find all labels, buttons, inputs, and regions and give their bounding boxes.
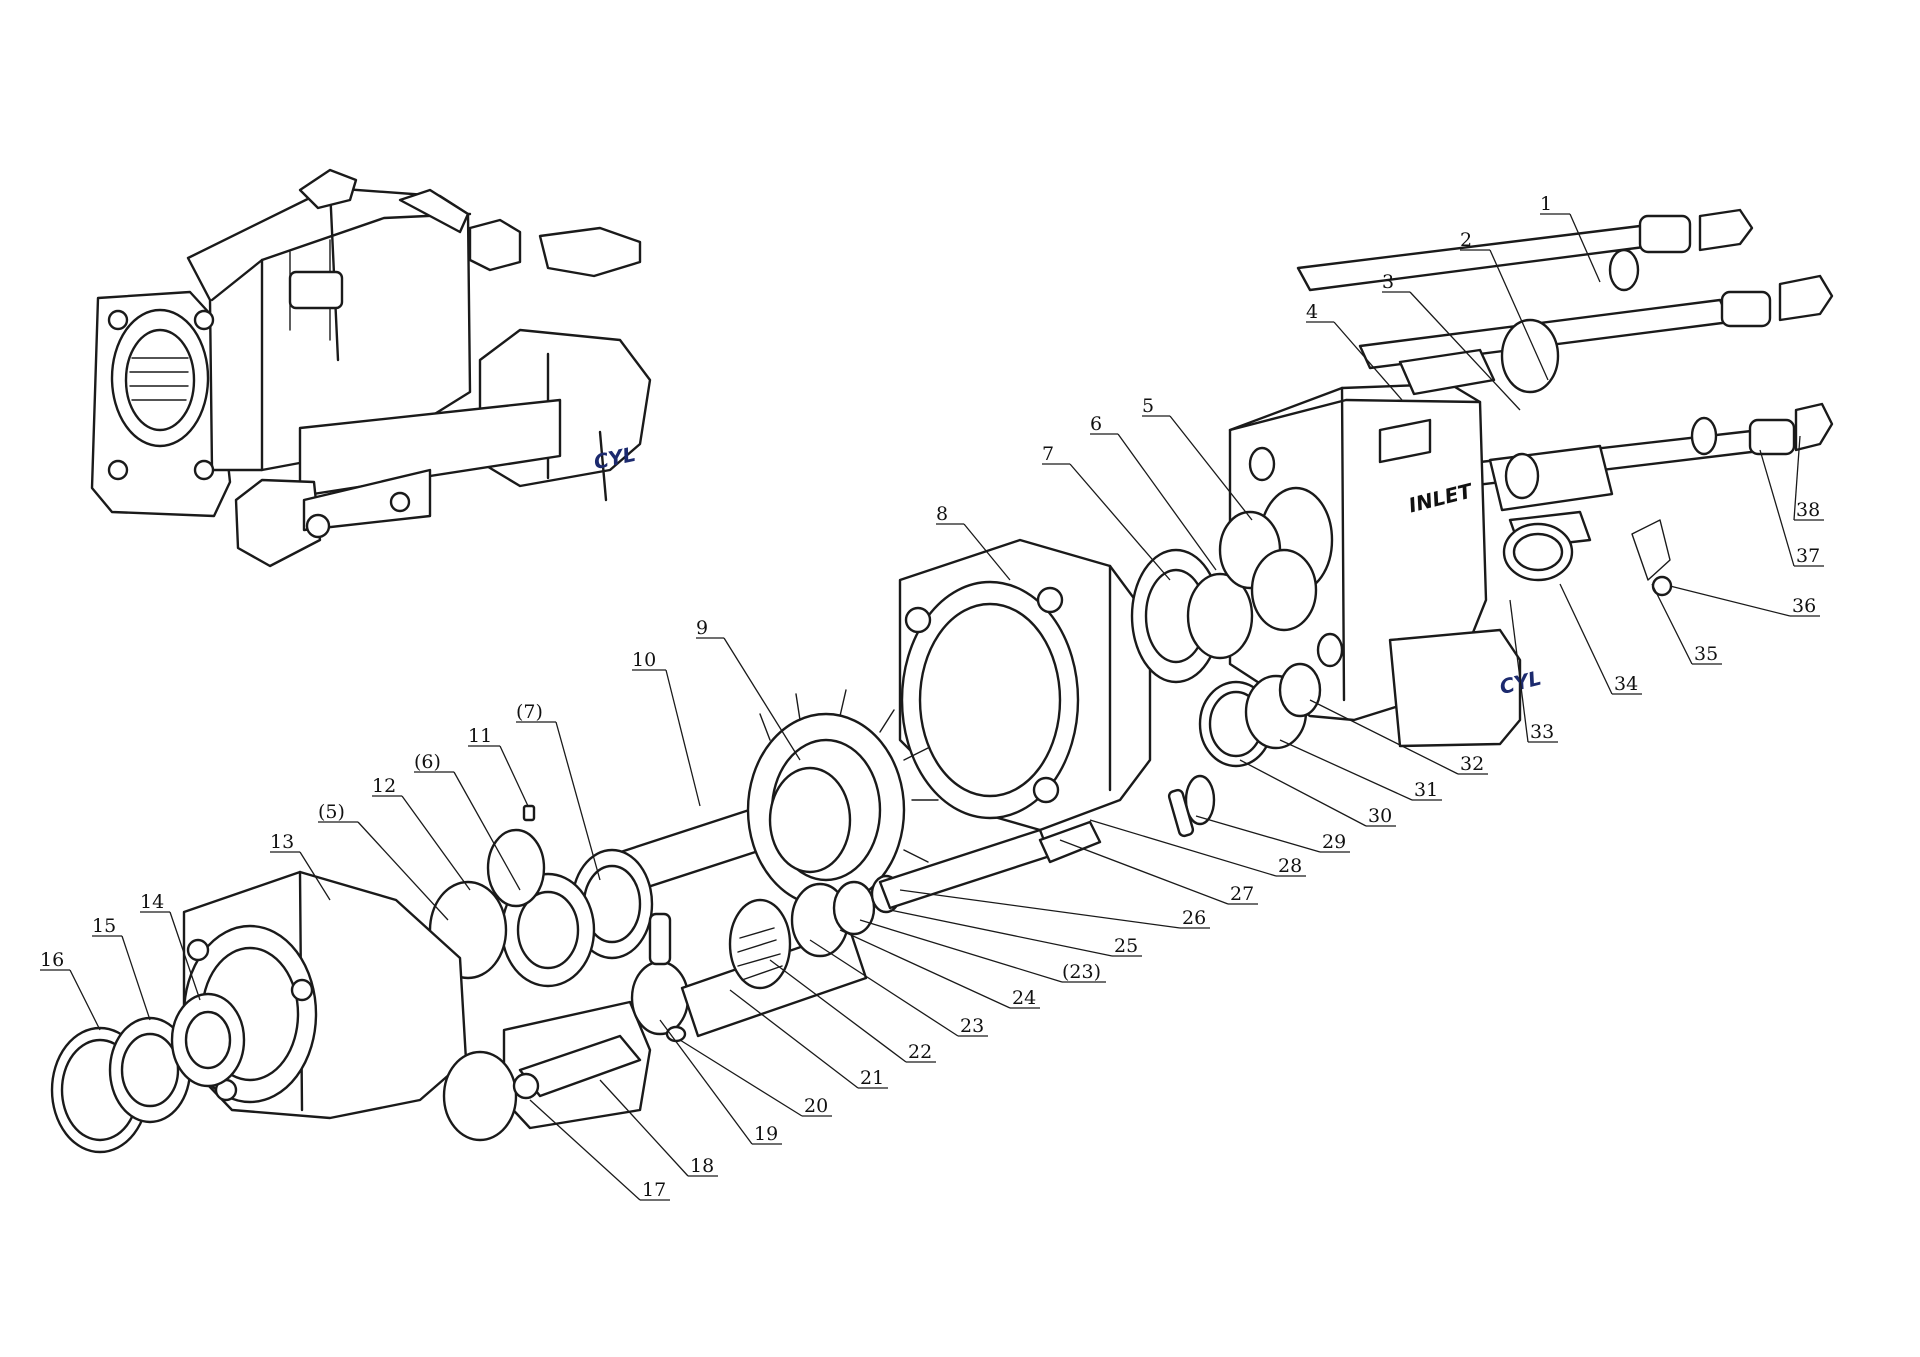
callout-29: 29: [1195, 815, 1350, 853]
callout-paren-6: (6): [414, 751, 521, 891]
callout-14: 14: [140, 891, 201, 1001]
callout-7-text: 7: [1042, 443, 1054, 465]
callout-23-text: 23: [960, 1015, 984, 1037]
callout-13-text: 13: [270, 831, 294, 853]
callout-7: 7: [1042, 443, 1171, 581]
callout-6-text: 6: [1090, 413, 1102, 435]
callout-28: 28: [1089, 819, 1306, 877]
callout-2: 2: [1460, 229, 1549, 381]
callout-11: 11: [468, 725, 529, 807]
callout-15: 15: [92, 915, 151, 1021]
callout-12-text: 12: [372, 775, 396, 797]
callout-18-text: 18: [690, 1155, 714, 1177]
callout-34: 34: [1559, 583, 1642, 695]
callout-20: 20: [679, 1039, 832, 1117]
callout-20-text: 20: [804, 1095, 828, 1117]
callout-5-text: 5: [1142, 395, 1154, 417]
callout-8-text: 8: [936, 503, 948, 525]
callout-10-text: 10: [632, 649, 656, 671]
callout-33: 33: [1509, 599, 1558, 743]
callout-37: 37: [1759, 449, 1824, 567]
callout-15-text: 15: [92, 915, 116, 937]
callout-34-text: 34: [1614, 673, 1638, 695]
callout-paren-7: (7): [516, 701, 601, 881]
callout-32-text: 32: [1460, 753, 1484, 775]
callout-5: 5: [1142, 395, 1253, 521]
callout-labels: 1 2 3 4 5 6 7 8 9 10 11 (7) 12 (6) (5) 1…: [40, 193, 1824, 1201]
callout-17: 17: [529, 1099, 670, 1201]
callout-paren-23-text: (23): [1062, 961, 1101, 983]
callout-31-text: 31: [1414, 779, 1438, 801]
rear-seals: [1167, 662, 1322, 838]
callout-1: 1: [1540, 193, 1601, 283]
callout-26: 26: [899, 889, 1210, 929]
callout-8: 8: [936, 503, 1011, 581]
callout-27: 27: [1059, 839, 1258, 905]
callout-paren-7-text: (7): [516, 701, 543, 723]
callout-2-text: 2: [1460, 229, 1472, 251]
callout-27-text: 27: [1230, 883, 1254, 905]
callout-14-text: 14: [140, 891, 164, 913]
callout-3-text: 3: [1382, 271, 1394, 293]
callout-10: 10: [632, 649, 701, 807]
callout-33-text: 33: [1530, 721, 1554, 743]
callout-35: 35: [1651, 583, 1722, 665]
callout-30: 30: [1239, 759, 1396, 827]
callout-18: 18: [599, 1079, 718, 1177]
callout-12: 12: [372, 775, 471, 891]
callout-paren-23: (23): [859, 919, 1106, 983]
callout-31: 31: [1279, 739, 1442, 801]
callout-28-text: 28: [1278, 855, 1302, 877]
callout-35-text: 35: [1694, 643, 1718, 665]
callout-25-text: 25: [1114, 935, 1138, 957]
callout-30-text: 30: [1368, 805, 1392, 827]
control-valve-parts: [442, 774, 1216, 1142]
callout-21-text: 21: [860, 1067, 884, 1089]
callout-37-text: 37: [1796, 545, 1820, 567]
callout-23: 23: [809, 939, 988, 1037]
callout-6: 6: [1090, 413, 1217, 571]
callout-paren-5: (5): [318, 801, 449, 921]
callout-24-text: 24: [1012, 987, 1036, 1009]
spool-hardware: [1398, 318, 1673, 597]
callout-38: 38: [1793, 435, 1824, 521]
shaft-seals: [50, 992, 246, 1154]
callout-4: 4: [1306, 301, 1403, 401]
callout-13: 13: [270, 831, 331, 901]
callout-9-text: 9: [696, 617, 708, 639]
callout-36-text: 36: [1792, 595, 1816, 617]
callout-24: 24: [839, 929, 1040, 1009]
callout-36: 36: [1669, 585, 1820, 617]
callout-22-text: 22: [908, 1041, 932, 1063]
callout-19: 19: [659, 1019, 782, 1145]
exploded-parts: INLET CYL: [50, 208, 1834, 1154]
gear-housing: [898, 538, 1152, 832]
callout-22: 22: [769, 959, 936, 1063]
callout-32: 32: [1309, 699, 1488, 775]
drive-end-parts: [428, 804, 654, 988]
assembled-pump-view: CYL: [90, 168, 652, 568]
callout-21: 21: [729, 989, 888, 1089]
callout-9: 9: [696, 617, 801, 761]
callout-25: 25: [889, 909, 1142, 957]
callout-paren-5-text: (5): [318, 801, 345, 823]
callout-26-text: 26: [1182, 907, 1206, 929]
callout-16-text: 16: [40, 949, 64, 971]
wear-plates: [1130, 510, 1318, 684]
callout-paren-6-text: (6): [414, 751, 441, 773]
callout-29-text: 29: [1322, 831, 1346, 853]
callout-11-text: 11: [468, 725, 492, 747]
callout-17-text: 17: [642, 1179, 666, 1201]
callout-3: 3: [1382, 271, 1521, 411]
callout-38-text: 38: [1796, 499, 1820, 521]
callout-4-text: 4: [1306, 301, 1318, 323]
callout-1-text: 1: [1540, 193, 1552, 215]
callout-16: 16: [40, 949, 101, 1031]
callout-19-text: 19: [754, 1123, 778, 1145]
